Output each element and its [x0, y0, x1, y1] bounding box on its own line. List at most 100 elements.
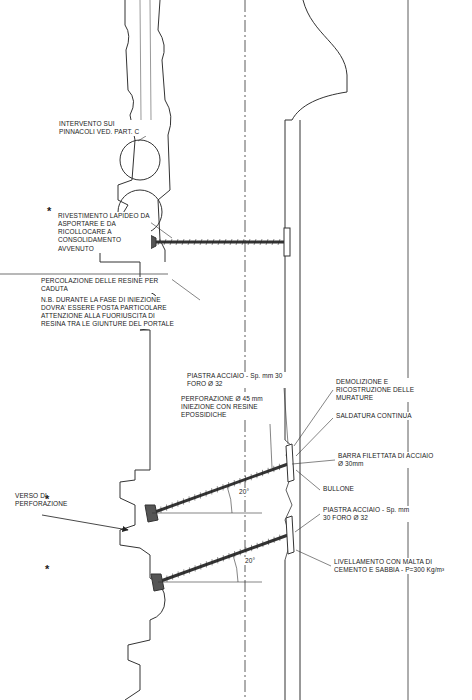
angle-arc: [233, 555, 238, 582]
threaded-bar: [152, 464, 288, 513]
thread-tick: [279, 464, 280, 470]
thread-tick: [172, 502, 173, 508]
thread-tick: [200, 563, 201, 569]
leader-line: [284, 388, 288, 444]
threaded-bar: [158, 535, 288, 582]
thread-tick: [242, 239, 244, 245]
thread-tick: [230, 239, 232, 245]
thread-tick: [200, 492, 201, 498]
thread-tick: [266, 239, 268, 245]
leader-line: [150, 222, 172, 238]
steel-plate: [286, 516, 294, 554]
thread-tick: [183, 498, 184, 504]
thread-tick: [272, 239, 274, 245]
drilling-arrow: [42, 515, 128, 530]
thread-tick: [273, 466, 274, 472]
annotation: RIVESTIMENTO LAPIDEO DA ASPORTARE E DA R…: [57, 212, 151, 253]
thread-tick: [206, 561, 207, 567]
thread-ticks: [158, 239, 280, 582]
reference-mark: *: [44, 493, 50, 507]
anchor-head: [145, 505, 158, 522]
annotation: INTERVENTO SUI PINNACOLI VED. PART. C: [58, 120, 150, 136]
steel-plate: [284, 228, 290, 256]
annotation: LIVELLAMENTO CON MALTA DI CEMENTO E SABB…: [333, 558, 460, 574]
thread-tick: [195, 565, 196, 571]
annotation: VERSO DI PERFORAZIONE: [14, 492, 68, 508]
wall-face: [300, 120, 301, 700]
thread-tick: [172, 573, 173, 579]
thread-tick: [211, 559, 212, 565]
thread-tick: [189, 496, 190, 502]
reference-mark: *: [46, 205, 52, 219]
thread-tick: [166, 575, 167, 581]
thread-tick: [200, 239, 202, 245]
reference-mark: *: [44, 563, 50, 577]
thread-tick: [170, 239, 172, 245]
angle-arc: [227, 486, 232, 513]
thread-tick: [223, 555, 224, 561]
thread-tick: [234, 480, 235, 486]
thread-tick: [268, 539, 269, 545]
annotation: PERFORAZIONE Ø 45 mm INIEZIONE CON RESIN…: [180, 395, 274, 419]
rebuilt-masonry: [285, 440, 293, 560]
thread-tick: [234, 551, 235, 557]
annotation: 20°: [244, 557, 256, 565]
leader-line: [296, 470, 320, 490]
anchor-head: [151, 574, 164, 591]
thread-tick: [194, 239, 196, 245]
thread-tick: [254, 239, 256, 245]
annotation: BARRA FILETTATA DI ACCIAIO Ø 30mm: [337, 452, 439, 468]
thread-tick: [251, 474, 252, 480]
leader-line: [292, 460, 335, 464]
thread-tick: [218, 239, 220, 245]
thread-tick: [245, 476, 246, 482]
axis-line: [245, 0, 246, 700]
thread-tick: [160, 506, 161, 512]
thread-tick: [268, 468, 269, 474]
thread-tick: [228, 482, 229, 488]
annotation: PIASTRA ACCIAIO - Sp. mm 30 FORO Ø 32: [186, 372, 286, 388]
annotation: SALDATURA CONTINUA: [335, 412, 419, 420]
thread-tick: [262, 470, 263, 476]
thread-tick: [239, 478, 240, 484]
thread-tick: [224, 239, 226, 245]
thread-tick: [274, 537, 275, 543]
thread-tick: [166, 504, 167, 510]
wall-back: [408, 0, 409, 700]
leader-line: [270, 424, 272, 468]
leader-line: [296, 418, 333, 456]
thread-tick: [164, 239, 166, 245]
thread-tick: [245, 547, 246, 553]
wall-profile: [285, 0, 347, 440]
thread-tick: [236, 239, 238, 245]
thread-tick: [262, 541, 263, 547]
thread-tick: [177, 500, 178, 506]
annotation: PIASTRA ACCIAIO - Sp. mm 30 FORO Ø 32: [322, 506, 419, 522]
thread-tick: [257, 543, 258, 549]
reference-line: [152, 513, 262, 514]
thread-tick: [211, 488, 212, 494]
thread-tick: [206, 239, 208, 245]
annotation: 20°: [238, 488, 250, 496]
thread-tick: [222, 484, 223, 490]
thread-tick: [217, 486, 218, 492]
thread-tick: [176, 239, 178, 245]
thread-tick: [182, 239, 184, 245]
thread-tick: [251, 545, 252, 551]
steel-plate: [286, 444, 294, 482]
drawing-lines: [0, 0, 408, 700]
thread-tick: [188, 239, 190, 245]
thread-tick: [178, 571, 179, 577]
leader-line: [296, 550, 331, 566]
thread-tick: [194, 494, 195, 500]
thread-tick: [217, 557, 218, 563]
pinnacle-detail: [140, 0, 151, 120]
thread-tick: [248, 239, 250, 245]
annotation: N.B. DURANTE LA FASE DI INIEZIONE DOVRA'…: [40, 296, 177, 329]
note-line: [0, 274, 168, 275]
wall-line: [285, 560, 286, 700]
leader-line: [138, 136, 146, 141]
thread-tick: [256, 472, 257, 478]
annotation: PERCOLAZIONE DELLE RESINE PER CADUTA: [40, 277, 172, 293]
